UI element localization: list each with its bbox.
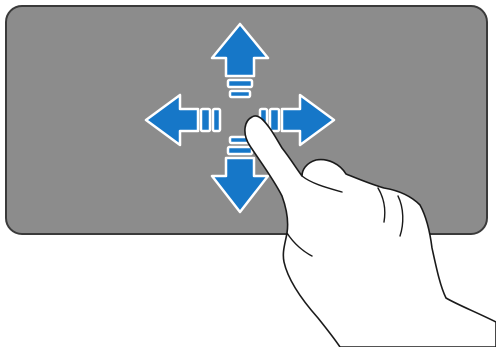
touchpad-drag-illustration xyxy=(0,0,496,347)
